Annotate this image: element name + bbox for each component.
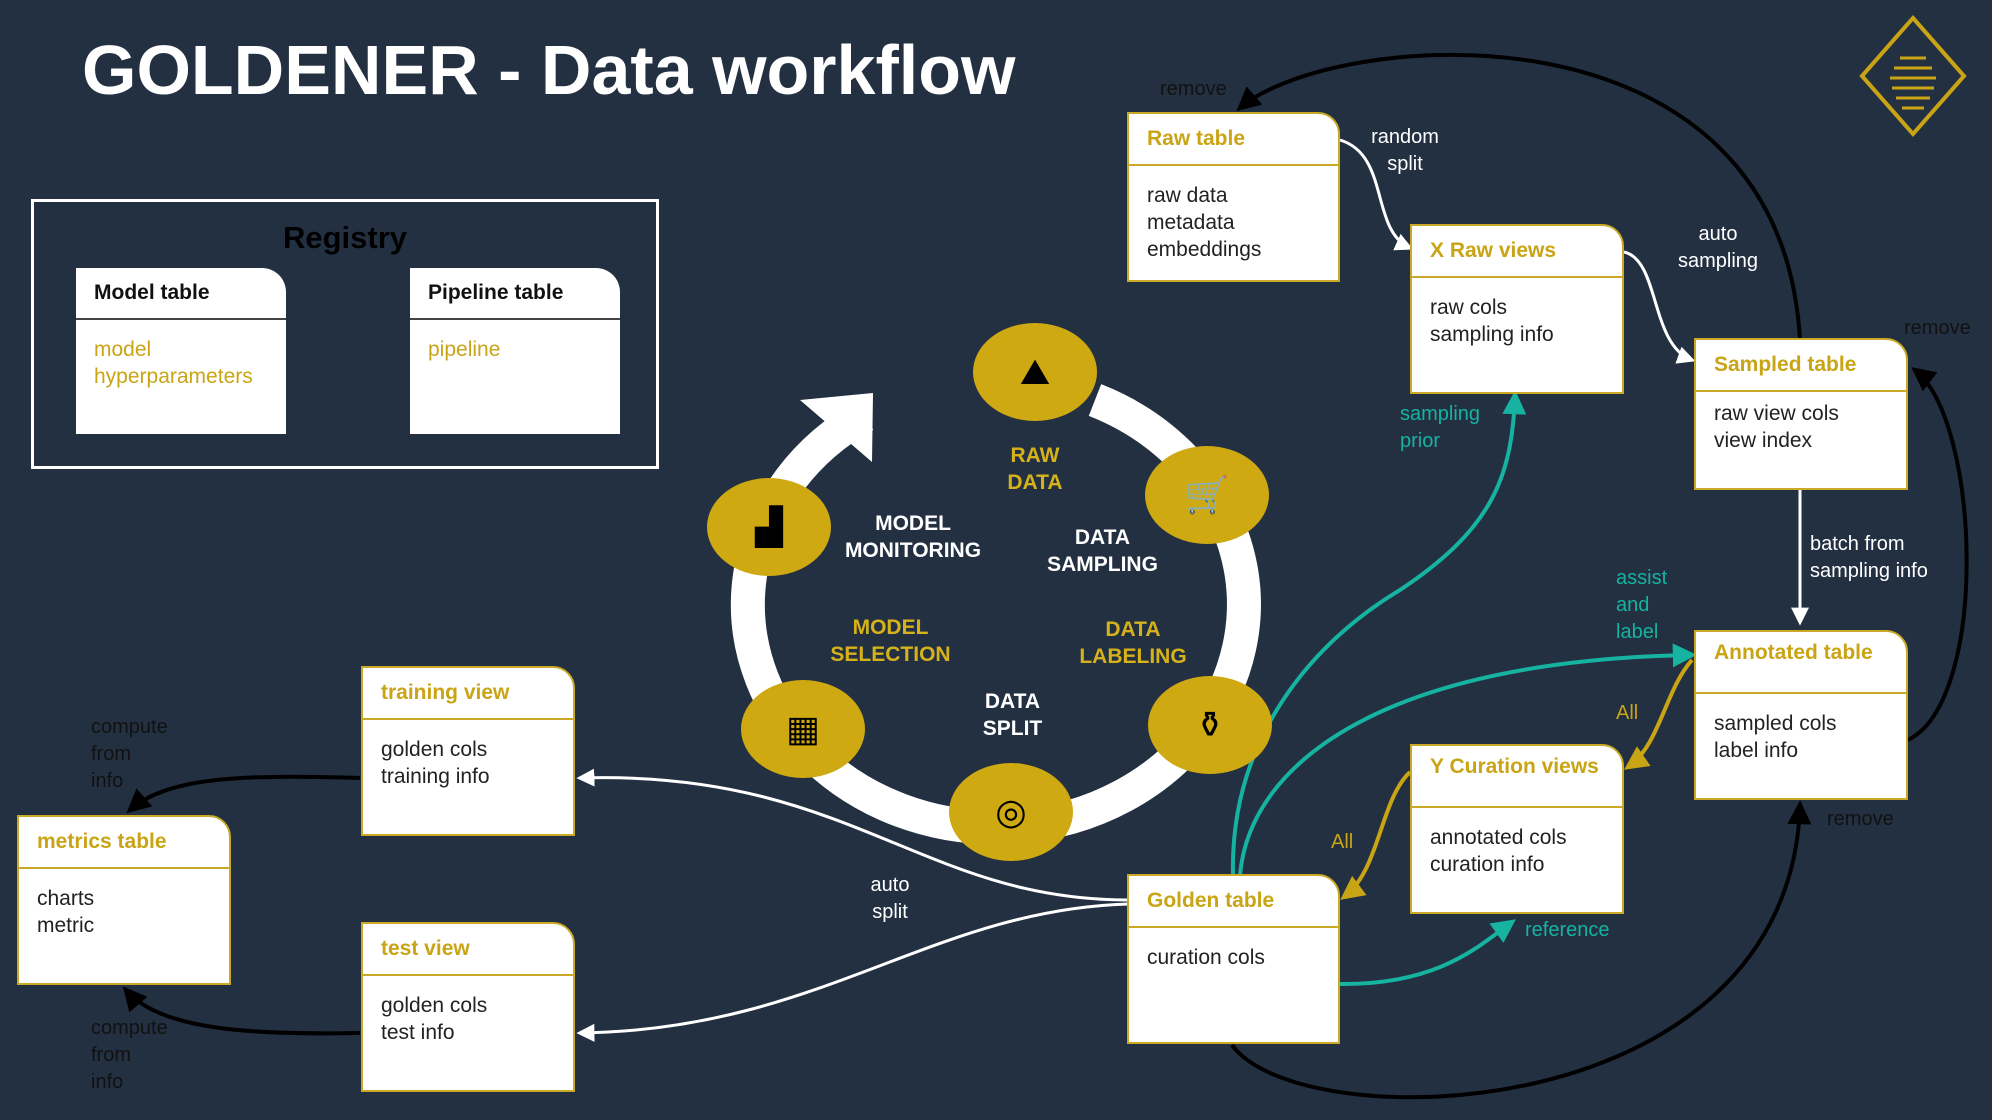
test-view-header: test view xyxy=(363,924,573,976)
label-assist-and-label: assist and label xyxy=(1616,567,1668,643)
rising-chart-icon: ▟ xyxy=(707,478,831,576)
pipeline-table-header: Pipeline table xyxy=(410,268,620,320)
model-table: Model table model hyperparameters xyxy=(76,268,286,434)
test-split-arrow xyxy=(576,902,1129,1042)
stage-data-sampling: DATA SAMPLING xyxy=(1047,526,1158,576)
registry-title: Registry xyxy=(282,220,408,255)
stage-raw-data: RAW DATA xyxy=(1007,444,1063,494)
crucible-icon: ⚱ xyxy=(1148,676,1272,774)
registry-panel: Registry Model table model hyperparamete… xyxy=(31,199,659,469)
reference-arrow xyxy=(1339,919,1516,987)
stage-data-labeling: DATA LABELING xyxy=(1079,618,1187,668)
remove-right-arrow xyxy=(1907,367,1969,742)
random-split-arrow xyxy=(1339,138,1414,251)
gold-bars-icon: ▦ xyxy=(741,680,865,778)
metrics-table-header: metrics table xyxy=(19,817,229,869)
sampled-table: Sampled table raw view cols view index xyxy=(1694,338,1908,490)
x-raw-views-body: raw cols sampling info xyxy=(1430,296,1554,346)
all-golden-arrow xyxy=(1340,770,1412,900)
compute-bottom-arrow xyxy=(122,986,361,1036)
model-table-body: model hyperparameters xyxy=(94,338,253,388)
annotated-table: Annotated table sampled cols label info xyxy=(1694,630,1908,800)
pipeline-table: Pipeline table pipeline xyxy=(410,268,620,434)
goldener-diamond-logo-icon xyxy=(1859,14,1967,138)
y-curation-views-table: Y Curation views annotated cols curation… xyxy=(1410,744,1624,914)
remove-bottom-arrow xyxy=(1230,800,1812,1100)
training-split-arrow xyxy=(576,768,1129,902)
sampled-table-body: raw view cols view index xyxy=(1714,402,1839,452)
auto-sampling-arrow xyxy=(1623,250,1696,364)
page-title: GOLDENER - Data workflow xyxy=(82,31,1016,109)
model-table-header: Model table xyxy=(76,268,286,320)
x-raw-views-table: X Raw views raw cols sampling info xyxy=(1410,224,1624,394)
label-auto-split: auto split xyxy=(870,874,910,923)
stage-model-selection: MODEL SELECTION xyxy=(830,616,951,666)
y-curation-views-header: Y Curation views xyxy=(1412,746,1622,808)
label-random-split: random split xyxy=(1371,126,1439,175)
label-sampling-prior: sampling prior xyxy=(1400,403,1481,452)
sampled-table-header: Sampled table xyxy=(1696,340,1906,392)
label-batch-from-sampling-info: batch from sampling info xyxy=(1810,533,1928,582)
raw-table-header: Raw table xyxy=(1129,114,1338,166)
pipeline-table-body: pipeline xyxy=(428,338,501,361)
training-view-table: training view golden cols training info xyxy=(361,666,575,836)
sampling-prior-arrow xyxy=(1230,390,1527,876)
ore-cart-icon: 🛒 xyxy=(1145,446,1269,544)
gold-treasure-pile-icon: ⛰ xyxy=(973,323,1097,421)
golden-table: Golden table curation cols xyxy=(1127,874,1340,1044)
raw-table-body: raw data metadata embeddings xyxy=(1147,184,1262,261)
training-view-body: golden cols training info xyxy=(381,738,490,788)
all-annotated-arrow xyxy=(1624,658,1694,770)
raw-table: Raw table raw data metadata embeddings xyxy=(1127,112,1340,282)
stage-data-split: DATA SPLIT xyxy=(982,690,1043,740)
stage-model-monitoring: MODEL MONITORING xyxy=(844,512,982,562)
golden-table-header: Golden table xyxy=(1129,876,1338,928)
test-view-table: test view golden cols test info xyxy=(361,922,575,1092)
compute-top-arrow xyxy=(126,774,361,814)
label-all-golden: All xyxy=(1331,831,1354,853)
label-remove-right: remove xyxy=(1904,317,1971,339)
label-compute-from-info-top: compute from info xyxy=(91,716,168,792)
cycle-ring-arrowhead xyxy=(800,393,873,462)
metrics-table: metrics table charts metric xyxy=(17,815,231,985)
training-view-header: training view xyxy=(363,668,573,720)
metrics-table-body: charts metric xyxy=(37,887,95,937)
x-raw-views-header: X Raw views xyxy=(1412,226,1622,278)
label-remove-top: remove xyxy=(1160,78,1227,100)
golden-table-body: curation cols xyxy=(1147,946,1265,969)
annotated-table-header: Annotated table xyxy=(1696,632,1906,694)
label-all-annotated: All xyxy=(1616,702,1639,724)
test-view-body: golden cols test info xyxy=(381,994,488,1044)
label-reference: reference xyxy=(1525,919,1610,941)
gold-bowl-icon: ◎ xyxy=(949,763,1073,861)
y-curation-views-body: annotated cols curation info xyxy=(1430,826,1567,876)
remove-top-arrow xyxy=(1236,52,1802,341)
label-compute-from-info-bottom: compute from info xyxy=(91,1017,168,1093)
annotated-table-body: sampled cols label info xyxy=(1714,712,1837,762)
label-remove-bottom: remove xyxy=(1827,808,1894,830)
label-auto-sampling: auto sampling xyxy=(1677,223,1759,272)
assist-label-arrow xyxy=(1238,643,1697,876)
